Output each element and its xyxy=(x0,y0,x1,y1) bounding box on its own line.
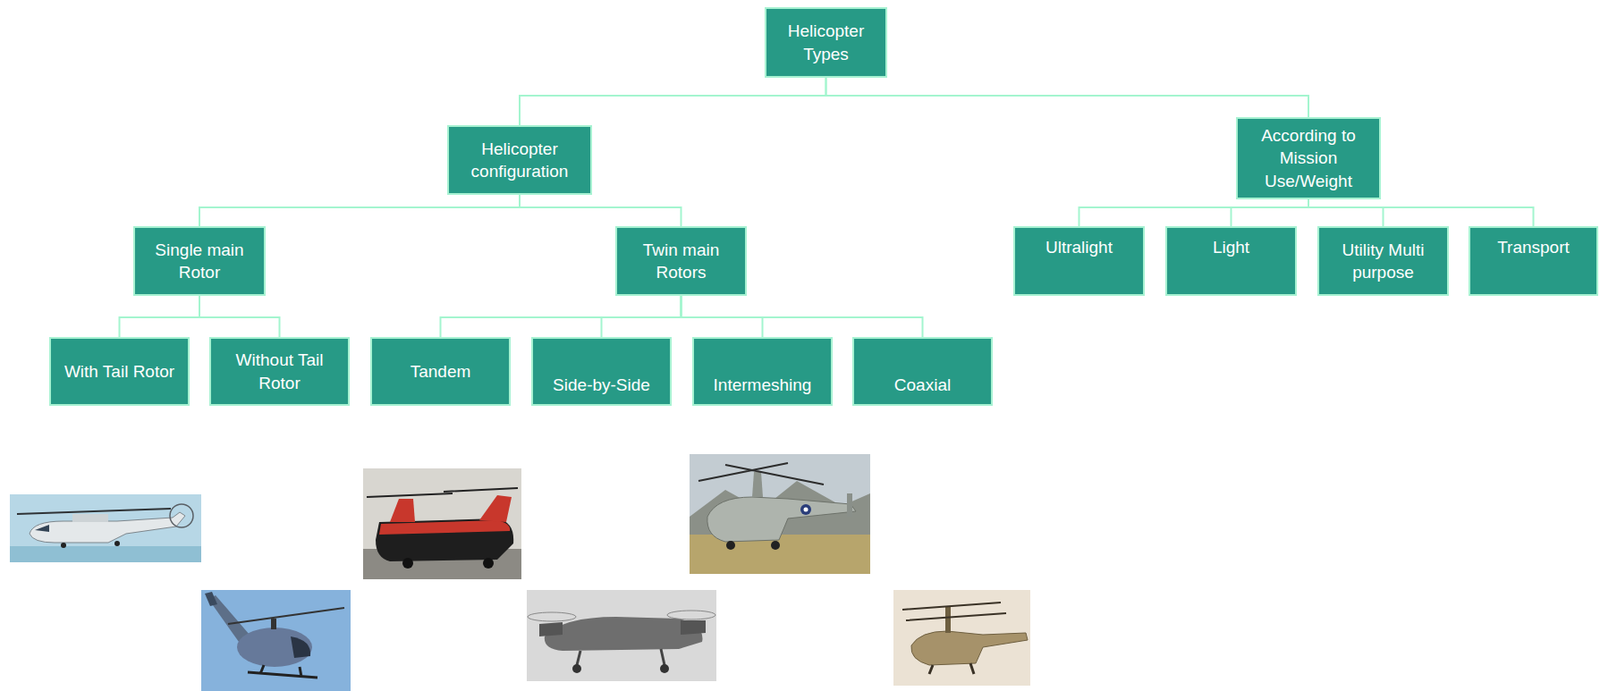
rotor-disc xyxy=(527,612,576,622)
box-label: Helicopter Types xyxy=(773,19,879,65)
box-label: Twin main Rotors xyxy=(624,238,738,284)
category-box: Tandem xyxy=(370,337,511,407)
tree-connector xyxy=(519,77,827,126)
intermeshing-rotors xyxy=(698,463,824,485)
box-label: Utility Multi purpose xyxy=(1326,238,1440,284)
category-box: Single main Rotor xyxy=(133,226,266,297)
coaxial-rotors xyxy=(902,602,1007,621)
photo-ground xyxy=(689,534,871,575)
category-box: According to Mission Use/Weight xyxy=(1235,117,1381,200)
landing-skids xyxy=(247,665,318,678)
tree-connector xyxy=(601,296,682,338)
helicopter-body xyxy=(707,497,856,542)
box-label: With Tail Rotor xyxy=(58,360,181,383)
category-box: With Tail Rotor xyxy=(49,337,190,407)
cockpit-window xyxy=(34,524,50,533)
tail-rotor xyxy=(169,504,194,528)
box-label: Ultralight xyxy=(1022,236,1136,259)
aft-pylon xyxy=(479,495,512,523)
tree-connector xyxy=(1308,199,1534,227)
rotor-pylon xyxy=(680,620,706,635)
category-box: Intermeshing xyxy=(692,337,833,407)
wheel xyxy=(482,558,494,569)
tree-connector xyxy=(1079,199,1310,227)
wheel xyxy=(726,541,736,551)
rotor-mast xyxy=(270,618,277,630)
roundel-star xyxy=(804,507,809,513)
helicopter-photo xyxy=(893,590,1031,686)
helicopter-body xyxy=(911,631,1028,666)
photo-sky xyxy=(201,590,351,691)
wheel xyxy=(402,558,414,569)
main-rotor xyxy=(16,508,171,515)
roundel xyxy=(800,504,812,516)
photo-sky xyxy=(9,494,202,563)
tandem-rotors xyxy=(366,488,518,498)
box-label: Coaxial xyxy=(861,373,984,397)
helicopter-photo xyxy=(9,494,202,563)
photo-sea xyxy=(9,546,202,563)
tree-connector xyxy=(119,296,201,338)
helicopter-body xyxy=(237,627,313,668)
tree-connector xyxy=(1231,199,1310,227)
box-label: Transport xyxy=(1477,236,1590,259)
box-label: Side-by-Side xyxy=(540,373,663,397)
rotor-pylon xyxy=(539,622,563,637)
wheel xyxy=(60,542,67,549)
helicopter-photo xyxy=(689,454,871,575)
wheel xyxy=(660,664,669,674)
helicopter-body xyxy=(29,512,186,543)
helicopter-photo xyxy=(201,590,351,691)
wheel xyxy=(770,541,780,551)
helicopter-photo xyxy=(363,468,522,580)
photo-background xyxy=(893,590,1031,686)
box-label: Single main Rotor xyxy=(142,238,257,284)
category-box: Transport xyxy=(1468,226,1599,297)
category-box: Without Tail Rotor xyxy=(209,337,350,407)
rotor-disc xyxy=(667,610,716,620)
category-box: Ultralight xyxy=(1013,226,1145,297)
category-box: Side-by-Side xyxy=(531,337,672,407)
box-label: Helicopter configuration xyxy=(456,137,584,183)
landing-gear xyxy=(929,663,974,675)
category-box: Helicopter Types xyxy=(764,7,888,78)
wheel xyxy=(114,541,120,547)
landing-gear xyxy=(576,649,665,666)
category-box: Light xyxy=(1165,226,1297,297)
category-box: Utility Multi purpose xyxy=(1317,226,1449,297)
box-label: Light xyxy=(1174,236,1288,259)
tree-connector xyxy=(826,77,1310,118)
tree-connector xyxy=(199,194,520,227)
engine-housing xyxy=(72,514,109,523)
box-label: According to Mission Use/Weight xyxy=(1244,124,1372,192)
main-rotor xyxy=(228,608,345,625)
tree-connector xyxy=(681,296,923,338)
body-stripe xyxy=(379,520,510,535)
wheel xyxy=(572,664,582,674)
box-label: Without Tail Rotor xyxy=(218,348,341,394)
tail-fin xyxy=(204,592,218,607)
rotor-mast xyxy=(945,606,951,634)
photo-sky xyxy=(689,454,871,575)
helicopter-body xyxy=(375,518,514,562)
box-label: Intermeshing xyxy=(701,373,824,397)
category-box: Coaxial xyxy=(852,337,993,407)
tree-connector xyxy=(519,194,682,227)
tree-connector xyxy=(199,296,280,338)
category-box: Helicopter configuration xyxy=(447,125,593,195)
helicopter-body xyxy=(544,617,703,652)
photo-background xyxy=(363,468,522,580)
photo-background xyxy=(526,590,717,682)
helicopter-photo xyxy=(526,590,717,682)
tree-connector xyxy=(1308,199,1384,227)
category-box: Twin main Rotors xyxy=(615,226,747,297)
tail-fin xyxy=(846,493,853,517)
cockpit-window xyxy=(290,636,311,659)
tree-connector xyxy=(440,296,682,338)
box-label: Tandem xyxy=(379,360,502,383)
forward-pylon xyxy=(389,499,415,523)
rotor-mast xyxy=(752,472,763,498)
